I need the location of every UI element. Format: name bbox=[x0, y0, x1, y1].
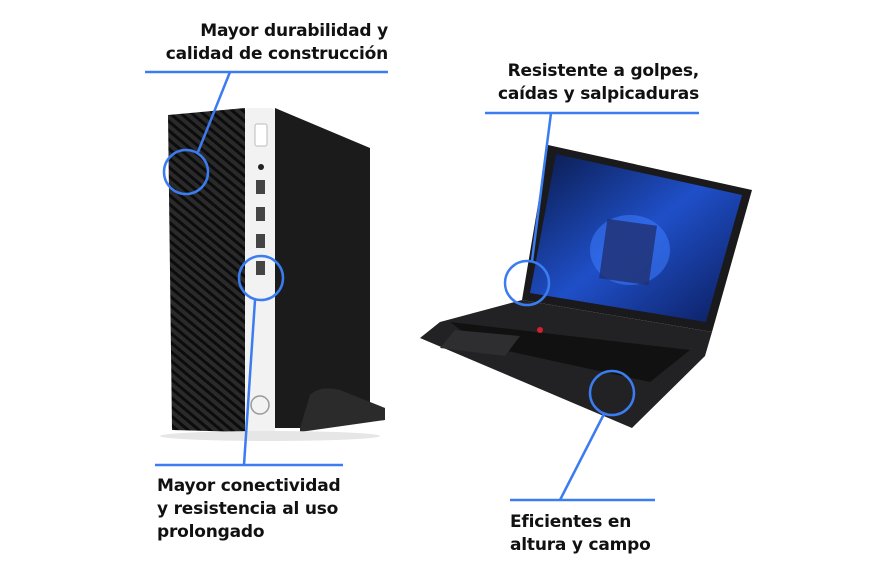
callout-line: caídas y salpicaduras bbox=[497, 84, 699, 104]
callout-line: Mayor conectividad bbox=[157, 476, 341, 496]
callout-efficiency: Eficientes en altura y campo bbox=[510, 511, 651, 557]
callout-durability: Mayor durabilidad y calidad de construcc… bbox=[165, 20, 389, 66]
callout-line: y resistencia al uso bbox=[157, 499, 339, 519]
laptop-image bbox=[420, 145, 752, 428]
callout-connectors bbox=[145, 70, 699, 502]
callout-connectivity: Mayor conectividad y resistencia al uso … bbox=[157, 475, 341, 544]
callout-resistance: Resistente a golpes, caídas y salpicadur… bbox=[498, 60, 699, 106]
callout-line: altura y campo bbox=[510, 535, 651, 555]
callout-line: calidad de construcción bbox=[165, 44, 389, 64]
callout-line: Resistente a golpes, bbox=[507, 61, 700, 81]
callout-line: Mayor durabilidad y bbox=[200, 21, 388, 41]
callout-line: Eficientes en bbox=[510, 512, 632, 532]
desktop-tower-image bbox=[160, 108, 385, 441]
callout-line: prolongado bbox=[157, 522, 265, 542]
